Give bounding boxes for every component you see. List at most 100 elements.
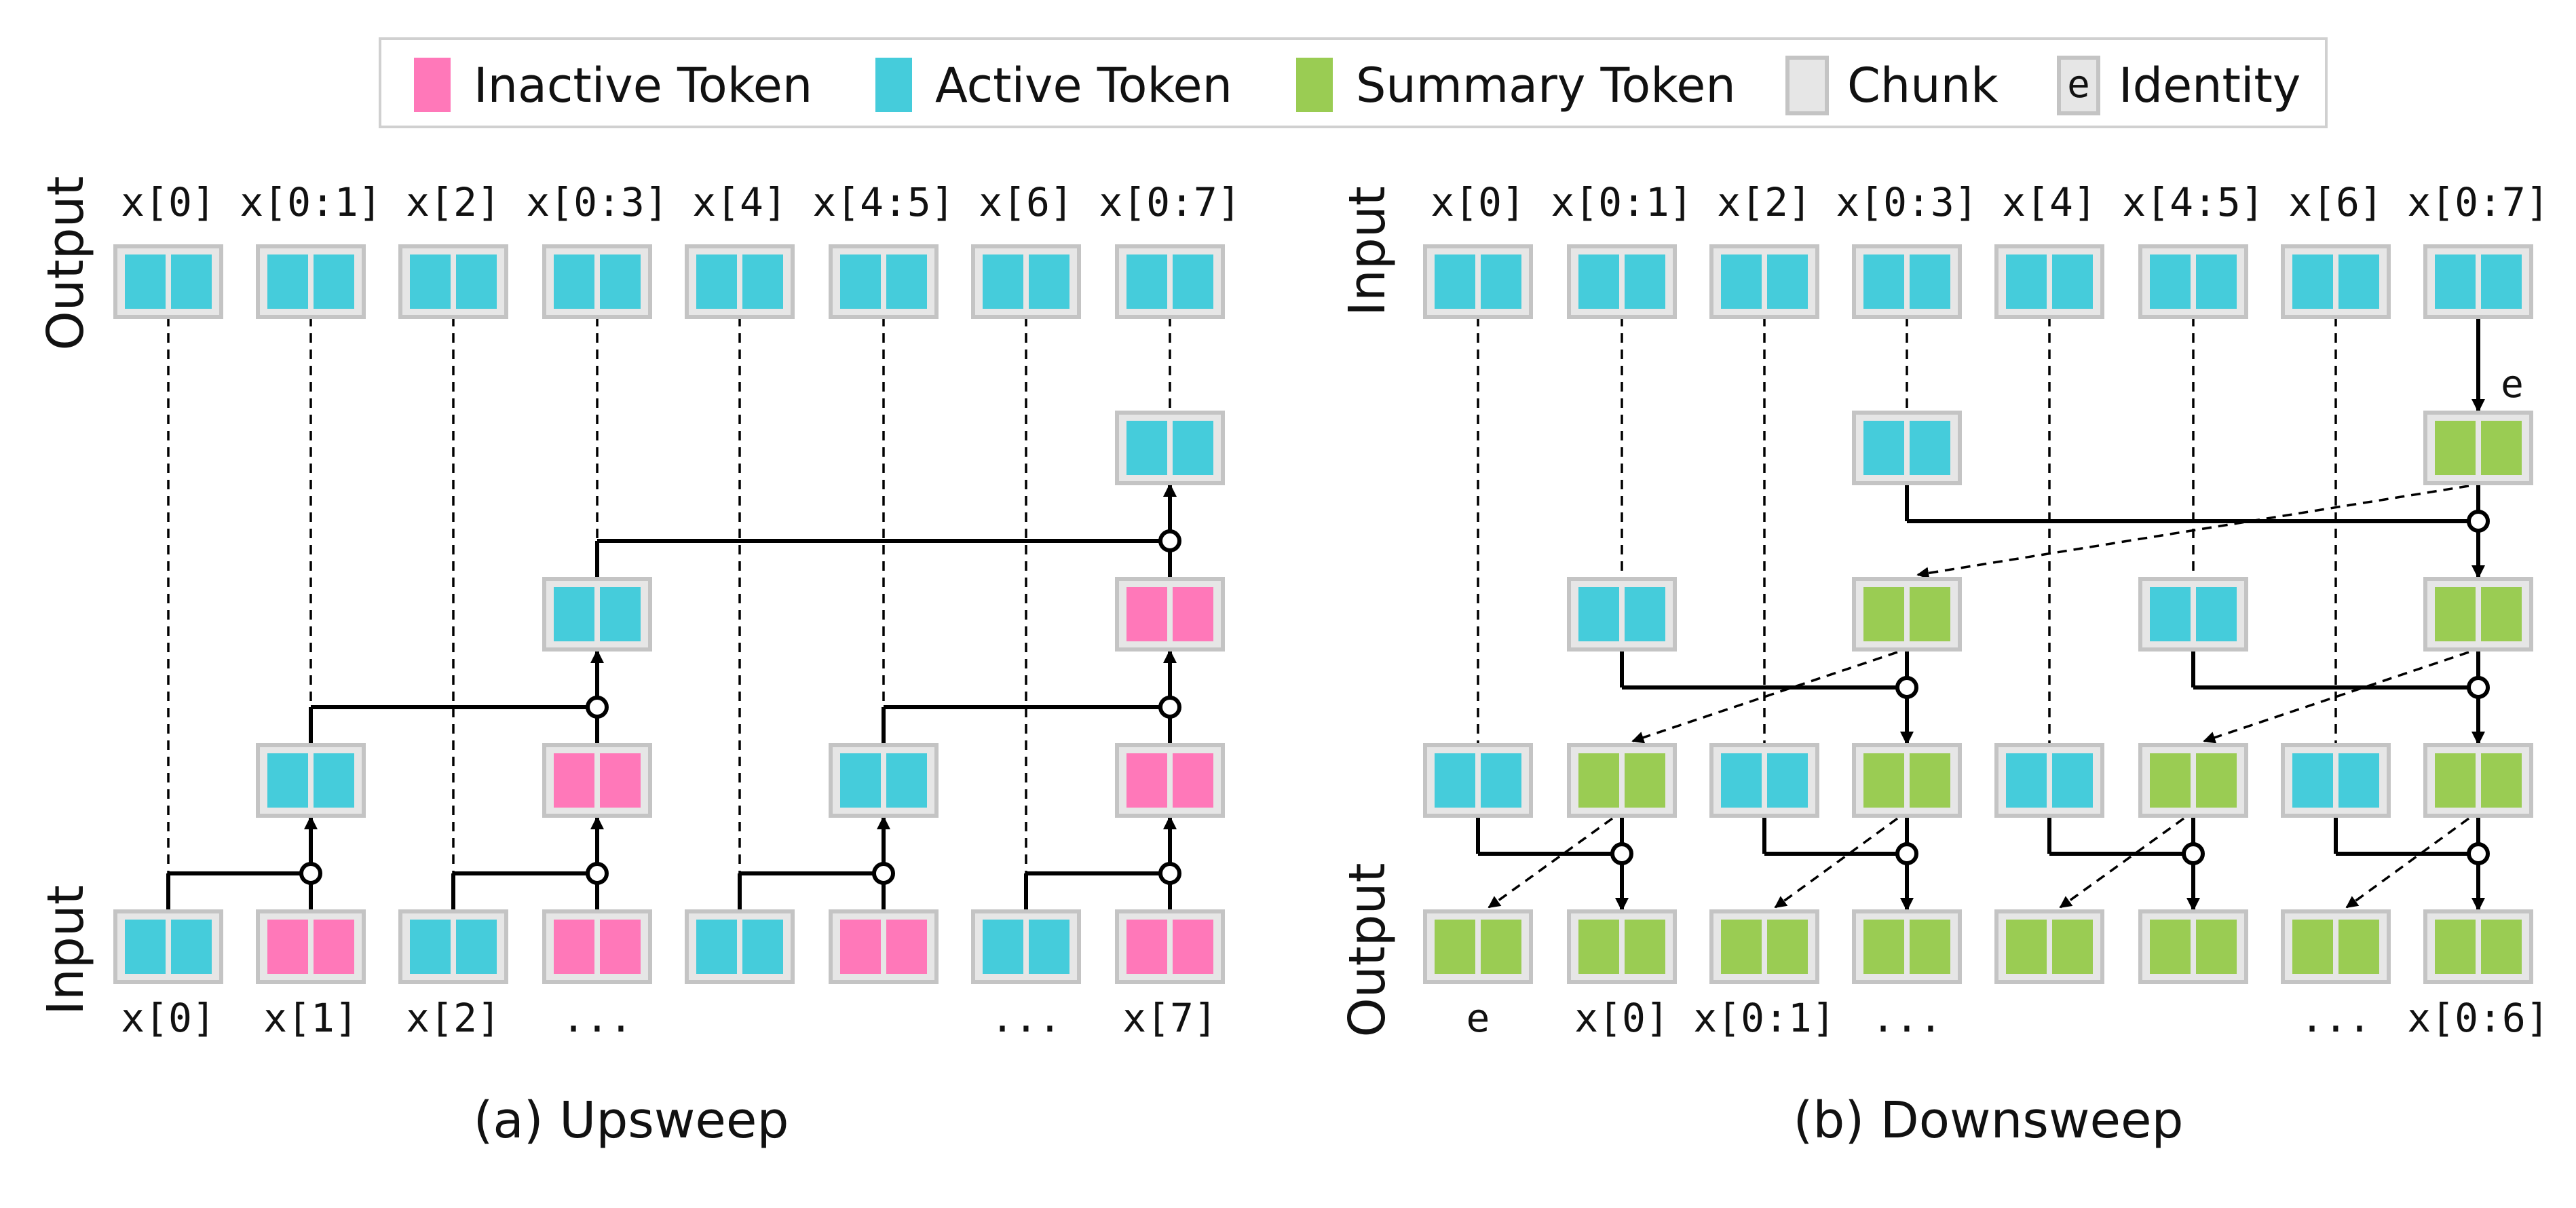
downsweep-caption: (b) Downsweep <box>1793 1091 2183 1150</box>
token <box>267 920 308 974</box>
token <box>742 920 783 974</box>
combine-node <box>2467 510 2490 533</box>
downsweep-input-chunk <box>1423 244 1533 319</box>
downsweep-level3-chunk <box>2423 743 2533 818</box>
downsweep-input-chunk <box>1994 244 2104 319</box>
token <box>600 254 641 309</box>
token <box>2006 753 2047 808</box>
token <box>2052 753 2093 808</box>
downsweep-copy-arrow <box>1631 651 1898 744</box>
downsweep-level3-chunk <box>1423 743 1533 818</box>
token <box>1435 920 1475 974</box>
downsweep-output-chunk <box>2281 909 2391 984</box>
token <box>2150 920 2191 974</box>
upsweep-level2-chunk <box>542 577 652 652</box>
upsweep-input-chunk <box>685 909 795 984</box>
token <box>1173 753 1213 808</box>
token <box>886 753 927 808</box>
token <box>1481 254 1521 309</box>
token <box>2435 254 2476 309</box>
token <box>1863 421 1904 475</box>
token <box>554 254 594 309</box>
token <box>2338 920 2379 974</box>
downsweep-level1-chunk <box>2423 411 2533 485</box>
upsweep-level1-chunk <box>1115 743 1225 818</box>
token <box>1435 254 1475 309</box>
downsweep-level1-chunk <box>1852 411 1962 485</box>
token <box>125 254 166 309</box>
upsweep-input-chunk <box>398 909 508 984</box>
downsweep-copy-arrow <box>1774 817 1899 909</box>
token <box>267 254 308 309</box>
upsweep-output-chunk <box>113 244 223 319</box>
token <box>410 920 451 974</box>
upsweep-output-label: x[2] <box>406 179 501 225</box>
token <box>2435 421 2476 475</box>
upsweep-input-label: x[2] <box>406 995 501 1041</box>
downsweep-input-label: x[4:5] <box>2122 179 2265 225</box>
downsweep-output-chunk <box>1423 909 1533 984</box>
token <box>2481 920 2522 974</box>
upsweep-input-chunk <box>1115 909 1225 984</box>
token <box>983 920 1023 974</box>
upsweep-output-chunk <box>398 244 508 319</box>
token <box>1173 421 1213 475</box>
upsweep-input-axis-label: Input <box>37 885 95 1015</box>
legend-identity-swatch <box>2057 56 2100 115</box>
token <box>1173 587 1213 641</box>
token <box>171 920 212 974</box>
upsweep-level2-chunk <box>1115 577 1225 652</box>
token <box>600 587 641 641</box>
token <box>2196 753 2237 808</box>
downsweep-input-label: x[6] <box>2288 179 2383 225</box>
token <box>1578 753 1619 808</box>
token <box>1578 587 1619 641</box>
downsweep-input-label: x[0:3] <box>1836 179 1978 225</box>
upsweep-output-chunk <box>685 244 795 319</box>
legend-active-swatch <box>875 58 912 112</box>
token <box>840 254 881 309</box>
token <box>554 753 594 808</box>
token <box>2481 587 2522 641</box>
token <box>1126 421 1167 475</box>
upsweep-input-label: x[7] <box>1122 995 1217 1041</box>
upsweep-input-chunk <box>971 909 1081 984</box>
downsweep-level3-chunk <box>2138 743 2248 818</box>
token <box>600 920 641 974</box>
upsweep-output-chunk <box>256 244 366 319</box>
downsweep-input-axis-label: Input <box>1338 186 1397 316</box>
token <box>2052 920 2093 974</box>
downsweep-output-chunk <box>1709 909 1819 984</box>
token <box>2435 587 2476 641</box>
downsweep-output-chunk <box>2138 909 2248 984</box>
legend-identity-symbol: e <box>2067 62 2090 107</box>
upsweep-input-label: x[1] <box>263 995 358 1041</box>
combine-node <box>586 862 609 885</box>
upsweep-output-axis-label: Output <box>37 176 95 350</box>
token <box>1173 920 1213 974</box>
downsweep-input-label: x[2] <box>1717 179 1812 225</box>
upsweep-output-label: x[4] <box>692 179 787 225</box>
token <box>2150 587 2191 641</box>
token <box>1625 920 1665 974</box>
downsweep-copy-arrow <box>2059 817 2185 909</box>
downsweep-copy-arrow <box>2345 817 2470 909</box>
token <box>456 254 497 309</box>
token <box>2196 587 2237 641</box>
downsweep-output-chunk <box>1852 909 1962 984</box>
token <box>456 920 497 974</box>
upsweep-output-label: x[0] <box>121 179 216 225</box>
token <box>2292 254 2333 309</box>
downsweep-input-label: x[0] <box>1431 179 1526 225</box>
upsweep-input-chunk <box>113 909 223 984</box>
token <box>1767 753 1808 808</box>
downsweep-input-chunk <box>1709 244 1819 319</box>
downsweep-level2-chunk <box>1852 577 1962 652</box>
combine-node <box>872 862 895 885</box>
combine-node <box>2467 676 2490 699</box>
downsweep-input-chunk <box>1852 244 1962 319</box>
token <box>1863 753 1904 808</box>
downsweep-output-label: x[0:6] <box>2407 995 2550 1041</box>
upsweep-level3-chunk <box>1115 411 1225 485</box>
token <box>1863 254 1904 309</box>
